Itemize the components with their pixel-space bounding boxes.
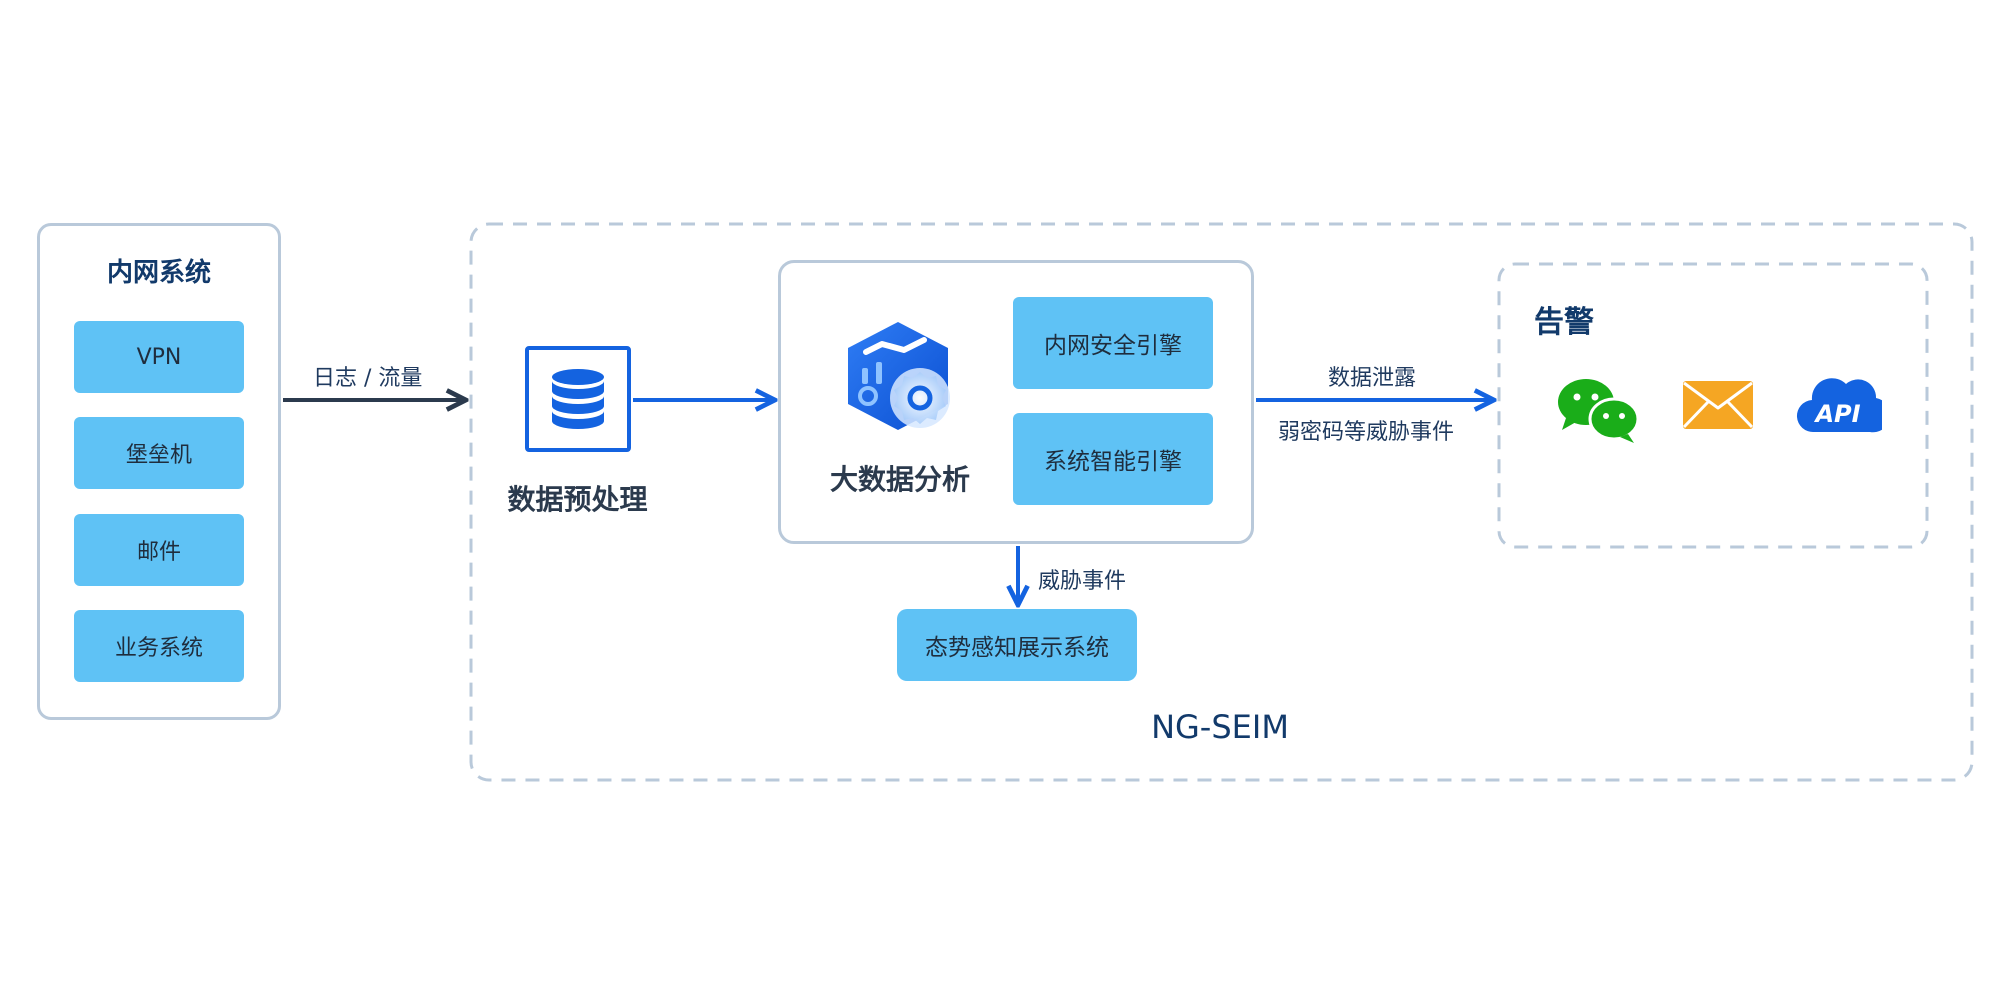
situation-awareness-box: 态势感知展示系统 [897, 609, 1137, 681]
bigdata-label: 大数据分析 [829, 463, 970, 496]
database-icon [552, 369, 604, 429]
api-cloud-icon: API [1797, 378, 1882, 433]
wechat-icon [1558, 379, 1640, 443]
platform-name: NG-SEIM [1151, 708, 1289, 746]
preprocess-box [525, 346, 631, 452]
alert-dashed-frame [1497, 262, 1929, 549]
alert-title: 告警 [1534, 305, 1594, 340]
threat-event-label: 威胁事件 [1038, 569, 1127, 594]
api-text: API [1813, 400, 1860, 428]
weak-password-label: 弱密码等威胁事件 [1278, 420, 1455, 445]
mail-icon [1682, 381, 1754, 429]
engine-intranet-security: 内网安全引擎 [1013, 297, 1213, 389]
analytics-hexagon-icon [848, 322, 950, 430]
engine-system-intelligence: 系统智能引擎 [1013, 413, 1213, 505]
seim-dashed-frame [469, 222, 1974, 782]
source-item-bastion: 堡垒机 [74, 417, 244, 489]
intranet-title: 内网系统 [106, 258, 211, 288]
preprocess-label: 数据预处理 [507, 483, 648, 516]
source-item-vpn: VPN [74, 321, 244, 393]
source-item-mail: 邮件 [74, 514, 244, 586]
log-flow-label: 日志 / 流量 [313, 366, 423, 391]
data-leak-label: 数据泄露 [1328, 366, 1417, 391]
source-item-business: 业务系统 [74, 610, 244, 682]
